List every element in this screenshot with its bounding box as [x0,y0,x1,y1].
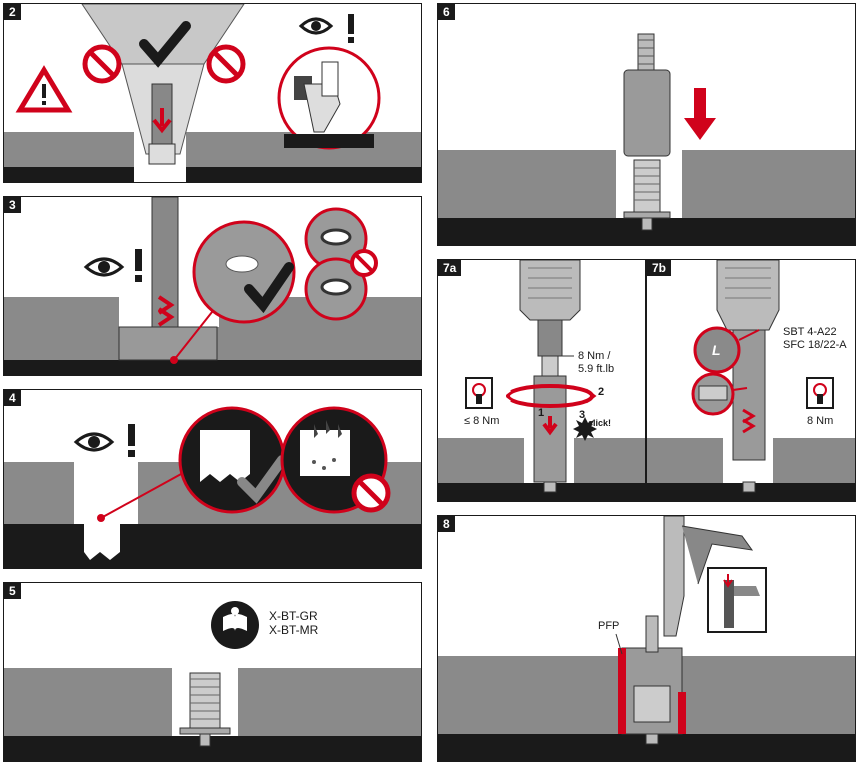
step-number: 4 [4,390,21,406]
click-burst-icon [573,417,597,441]
exclamation-icon [128,424,135,446]
torque-setting-icon [465,377,493,409]
step-2-panel: 2 [3,3,422,183]
check-icon [244,262,294,314]
step-1-marker: 1 [538,407,545,419]
detail-circle [178,406,287,514]
step-number: 3 [4,197,21,213]
tinst-label: ≤ 8 Nm [464,415,500,427]
step-number: 2 [4,4,21,20]
step-number: 7b [647,260,672,276]
prohibited-icon [206,44,246,84]
prohibited-icon [82,44,122,84]
step-4-panel: 4 [3,389,422,569]
torque-setting-icon [806,377,834,409]
arrow-down-icon [684,88,716,140]
step-7a-illustration [438,260,645,501]
step-3-panel: 3 [3,196,422,376]
fastener-label-gr: X-BT-GR [269,609,318,623]
check-icon [139,21,191,68]
step-3-illustration [4,197,421,375]
detail-circle [691,372,735,416]
arrow-down-icon [542,416,558,436]
pfp-label: PFP [598,620,620,632]
exclamation-icon [348,14,354,34]
detail-circle [304,257,368,321]
step-5-illustration [4,601,421,761]
detail-circle [693,326,741,374]
warning-icon [15,65,73,113]
exclamation-icon [135,249,142,271]
torque-value-label-imperial: 5.9 ft.lb [578,363,615,375]
step-number: 8 [438,516,455,532]
detail-circle [192,220,296,324]
prohibited-icon [351,473,391,513]
step-7b-panel: 7b SBT 4-A22 SFC 18/22-A L 8 Nm [646,259,856,502]
tinst-label: 8 Nm [807,415,834,427]
torque-value-label: 8 Nm / [578,350,611,362]
detail-circle [277,46,381,150]
arrow-down-icon [152,108,172,134]
step-8-illustration [438,516,855,761]
step-2-illustration [4,4,421,182]
step-7b-illustration [647,260,855,501]
eye-icon [73,432,115,452]
step-4-illustration [4,406,421,568]
click-label: click! [588,418,612,428]
step-5-panel: 5 X-BT-GR X-BT-MR [3,582,422,762]
step-number: 5 [4,583,21,599]
check-icon [237,455,287,504]
fastener-label-mr: X-BT-MR [269,623,319,637]
step-8-panel: 8 PFP [437,515,856,762]
inset-detail [707,567,767,633]
step-6-illustration [438,33,855,245]
prohibited-icon [350,249,378,277]
step-number: 6 [438,4,455,20]
eye-icon [298,17,334,35]
step-7a-panel: 7a 8 Nm / 5.9 ft.lb 1 2 3 click! ≤ 8 Nm [437,259,646,502]
manual-icon [211,601,259,649]
tool-model-label-2: SFC 18/22-A [783,339,847,351]
step-3-marker: 3 [579,409,586,421]
setting-letter: L [712,342,721,358]
eye-icon [83,257,125,277]
step-6-panel: 6 [437,3,856,246]
step-number: 7a [438,260,462,276]
step-2-marker: 2 [598,386,605,398]
tool-model-label: SBT 4-A22 [783,326,837,338]
